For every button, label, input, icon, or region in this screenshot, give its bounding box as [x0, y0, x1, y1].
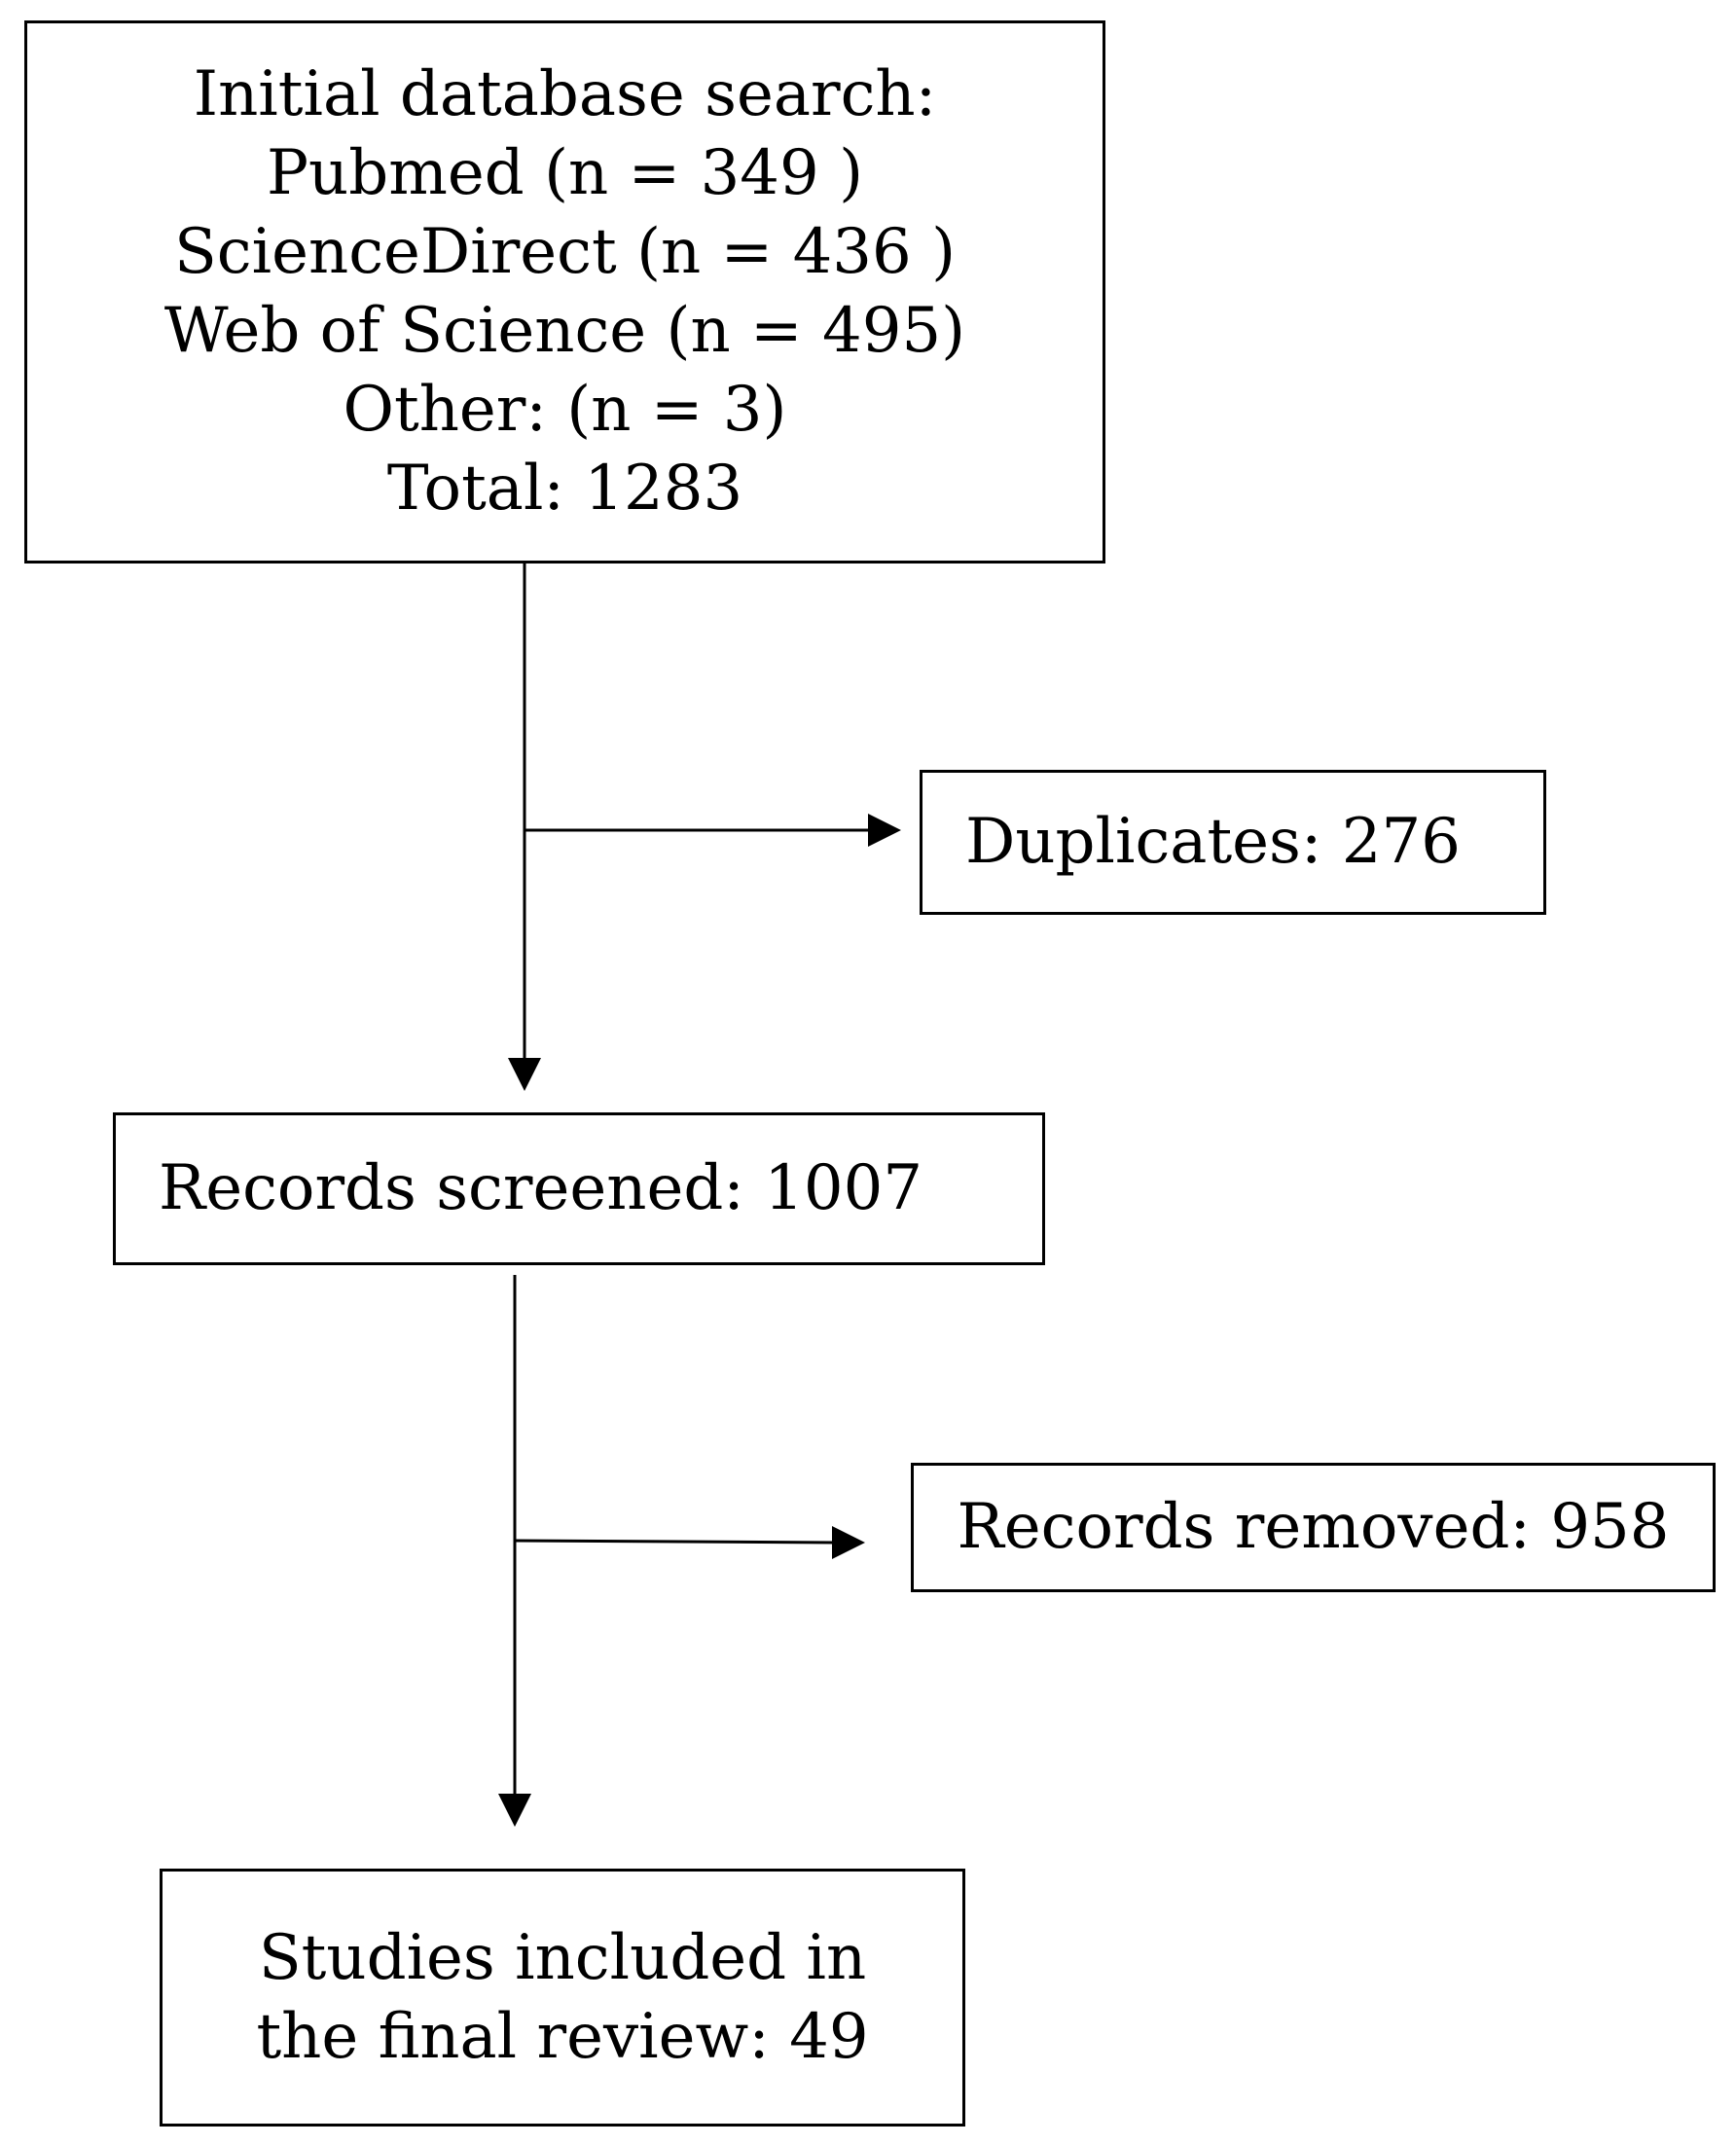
duplicates-label: Duplicates: 276: [965, 806, 1461, 878]
pubmed-count: Pubmed (n = 349 ): [266, 137, 864, 209]
other-count: Other: (n = 3): [343, 374, 787, 446]
sciencedirect-count: ScienceDirect (n = 436 ): [173, 216, 957, 288]
initial-search-box: Initial database search: Pubmed (n = 349…: [24, 20, 1105, 564]
duplicates-box: Duplicates: 276: [920, 770, 1546, 915]
studies-included-line-1: Studies included in: [258, 1921, 867, 1994]
studies-included-box: Studies included in the final review: 49: [160, 1869, 965, 2127]
arrowhead-to-removed: [832, 1526, 865, 1559]
records-removed-label: Records removed: 958: [957, 1491, 1670, 1563]
arrowhead-to-included: [498, 1794, 531, 1827]
arrowhead-to-screened: [508, 1058, 541, 1091]
search-box-heading: Initial database search:: [193, 58, 937, 130]
connector-to-removed: [514, 1539, 836, 1545]
web-of-science-count: Web of Science (n = 495): [163, 295, 966, 367]
studies-included-line-2: the final review: 49: [256, 2000, 869, 2073]
search-total: Total: 1283: [386, 453, 743, 525]
records-screened-box: Records screened: 1007: [113, 1112, 1045, 1265]
arrowhead-to-duplicates: [868, 814, 901, 847]
records-removed-box: Records removed: 958: [911, 1463, 1716, 1592]
records-screened-label: Records screened: 1007: [159, 1152, 923, 1224]
